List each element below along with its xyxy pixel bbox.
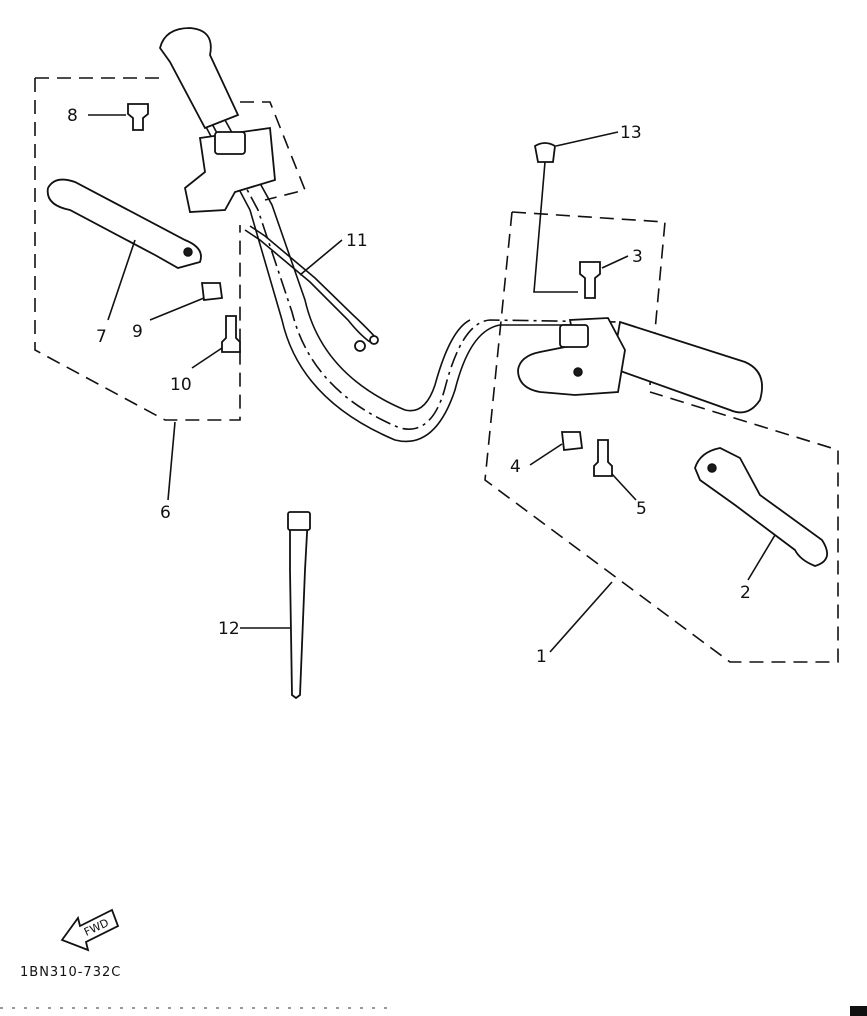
part-2-right-lever [694, 447, 829, 567]
part-4-nut [560, 431, 584, 451]
scan-edge-mark [850, 1006, 867, 1016]
handlebar-tube [204, 124, 610, 443]
callout-7: 7 [96, 327, 107, 347]
part-7-left-lever [46, 178, 202, 269]
leader-13 [555, 131, 619, 147]
callout-1: 1 [536, 647, 547, 667]
callout-2: 2 [740, 583, 751, 603]
callout-13: 13 [620, 123, 642, 143]
leader-3 [601, 255, 629, 269]
left-grip [159, 27, 240, 130]
fwd-arrow-icon: FWD [60, 908, 120, 952]
callout-8: 8 [67, 106, 78, 126]
callout-3: 3 [632, 247, 643, 267]
right-grip [610, 320, 763, 414]
leader-2 [747, 534, 776, 581]
part-10-screw [221, 315, 241, 353]
leader-7 [107, 239, 136, 321]
part-9-nut [200, 282, 224, 301]
callout-10: 10 [170, 375, 192, 395]
part-5-screw [593, 439, 613, 477]
diagram-code: 1BN310-732C [20, 965, 121, 980]
callout-11: 11 [346, 231, 368, 251]
left-assembly-outline [34, 77, 307, 421]
leader-6 [167, 421, 176, 501]
right-assembly-outline [484, 211, 839, 663]
part-7-pivot-hole [183, 247, 193, 257]
part-11-wire [244, 229, 371, 343]
leader-10 [191, 347, 223, 369]
part-3-bolt [579, 261, 601, 299]
right-bracket-clamp [559, 324, 589, 348]
callout-12: 12 [218, 619, 240, 639]
part-8-bolt [127, 103, 149, 131]
leader-5 [611, 473, 637, 501]
callout-9: 9 [132, 322, 143, 342]
leader-9 [149, 297, 205, 321]
leader-11 [299, 239, 343, 276]
handlebar-tube-outer [224, 119, 471, 412]
part-13-link [533, 161, 578, 293]
part-13-cap [533, 142, 556, 163]
left-lever-bracket [184, 126, 276, 213]
callout-6: 6 [160, 503, 171, 523]
callout-4: 4 [510, 457, 521, 477]
part-11-connector-2 [369, 335, 379, 345]
handlebar-centerline [209, 119, 621, 430]
part-12-tie-head [287, 511, 311, 531]
part-2-pivot-hole [707, 463, 717, 473]
right-lever-bracket [517, 317, 626, 396]
leader-4 [529, 443, 563, 466]
right-bracket-bolt-hole [573, 367, 583, 377]
callout-5: 5 [636, 499, 647, 519]
part-11-connector [354, 340, 366, 352]
leader-1 [549, 581, 613, 653]
left-bracket-clamp [214, 131, 246, 155]
part-12-cable-tie [289, 514, 309, 700]
